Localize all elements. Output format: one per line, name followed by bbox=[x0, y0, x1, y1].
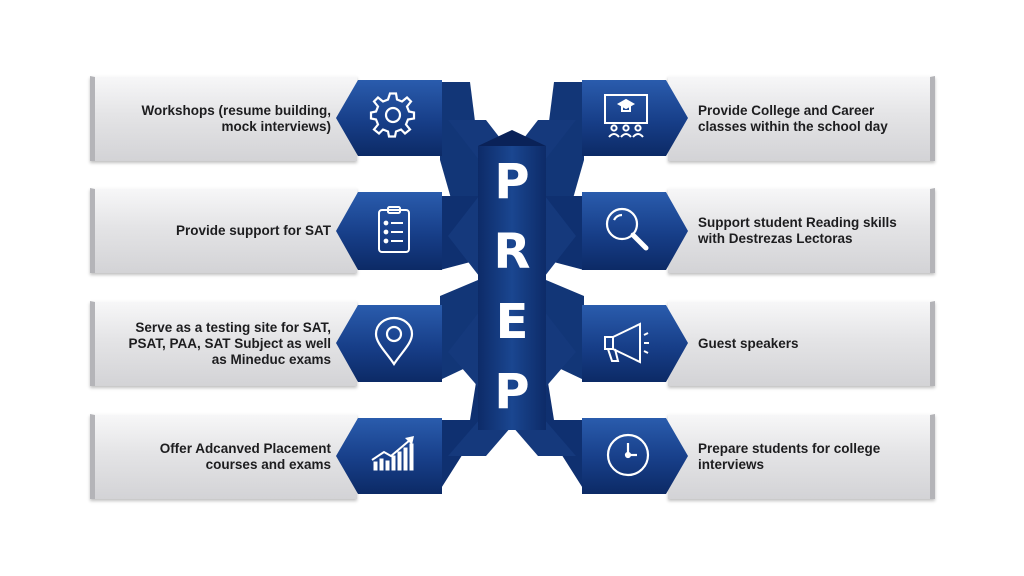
left-card-1-line-2: mock interviews) bbox=[221, 119, 331, 134]
left-card-4-line-1: Offer Adcanved Placement bbox=[159, 441, 331, 456]
left-card-1: Workshops (resume building,mock intervie… bbox=[90, 76, 357, 161]
left-card-3-line-3: as Mineduc exams bbox=[211, 352, 331, 367]
right-card-4-line-2: interviews bbox=[698, 457, 765, 472]
right-card-2-line-1: Support student Reading skills bbox=[698, 215, 897, 230]
right-card-3-text: Guest speakers bbox=[698, 302, 916, 386]
ribbon-fold-right-1 bbox=[546, 82, 584, 230]
title-letter-4: P bbox=[494, 364, 530, 420]
left-card-2: Provide support for SAT bbox=[90, 188, 357, 273]
right-card-3-line-1: Guest speakers bbox=[698, 336, 799, 351]
left-card-2-text: Provide support for SAT bbox=[109, 189, 331, 273]
left-card-3: Serve as a testing site for SAT,PSAT, PA… bbox=[90, 301, 357, 386]
right-card-4-line-1: Prepare students for college bbox=[698, 441, 881, 456]
left-card-1-text: Workshops (resume building,mock intervie… bbox=[109, 77, 331, 161]
left-card-4-line-2: courses and exams bbox=[205, 457, 331, 472]
left-card-2-line-1: Provide support for SAT bbox=[175, 223, 331, 238]
right-card-1-line-1: Provide College and Career bbox=[698, 103, 875, 118]
ribbon-spine bbox=[478, 146, 546, 430]
title-letter-1: P bbox=[494, 154, 530, 210]
left-card-3-line-1: Serve as a testing site for SAT, bbox=[135, 320, 331, 335]
ribbon-fold-right-4 bbox=[546, 370, 584, 490]
right-card-1-line-2: classes within the school day bbox=[698, 119, 888, 134]
ribbon-fold-left-1 bbox=[440, 82, 478, 230]
ribbon-fold-left-4 bbox=[440, 370, 478, 490]
right-card-3: Guest speakers bbox=[668, 301, 935, 386]
left-card-3-line-2: PSAT, PAA, SAT Subject as well bbox=[128, 336, 331, 351]
right-card-2-line-2: with Destrezas Lectoras bbox=[698, 231, 853, 246]
ribbon-spine-top bbox=[478, 130, 546, 146]
left-card-1-line-1: Workshops (resume building, bbox=[141, 103, 331, 118]
title-letter-3: E bbox=[495, 294, 529, 350]
title-letter-2: R bbox=[493, 224, 531, 280]
left-card-3-text: Serve as a testing site for SAT,PSAT, PA… bbox=[109, 302, 331, 386]
